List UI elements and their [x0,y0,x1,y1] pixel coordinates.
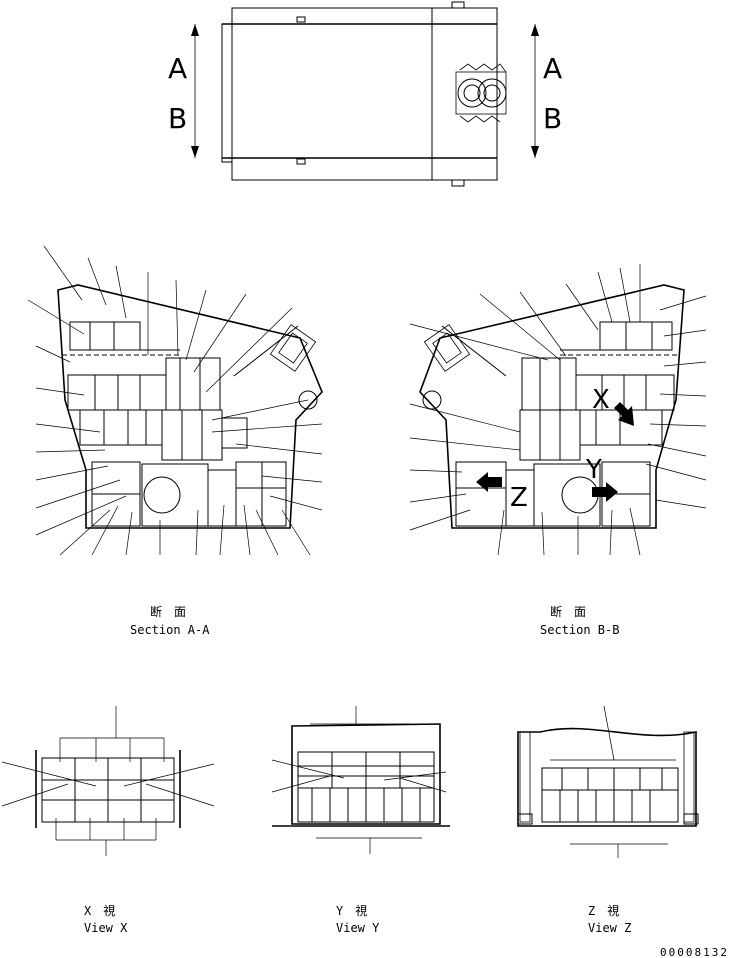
section-bb-pivot [422,390,442,410]
section-a-marker-left: A [168,52,187,85]
section-bb-mark-x: X [592,385,610,415]
section-aa-housing [57,284,323,529]
top-view-left-plate [221,23,233,163]
top-view-lug-lower [296,158,306,165]
section-b-marker-right: B [543,102,562,135]
section-bb-motor-icon [423,324,471,372]
section-aa-jp-label: 断 面 [150,604,186,619]
section-bb-jp-label: 断 面 [550,604,586,619]
section-bb-leaders [409,264,707,556]
view-z-arrow-icon [476,472,502,492]
section-a-marker-right: A [543,52,562,85]
top-view: A B A B [168,1,562,187]
view-y-jp-label: Y 視 [336,903,367,918]
top-view-tab-lower [451,179,465,187]
section-aa-motor-icon [269,324,317,372]
view-x-jp-label: X 視 [84,903,115,918]
section-aa-leaders-right [147,272,323,556]
rotor-assembly-icon [455,63,507,123]
section-aa-drawing: 断 面 Section A-A [27,245,323,637]
top-view-lug-upper [296,16,306,23]
section-aa-liner-plates [67,321,287,527]
section-aa-pivot [298,390,318,410]
section-aa-label: Section A-A [130,623,210,637]
arrow-down-icon [191,146,199,158]
section-bb-label: Section B-B [540,623,619,637]
arrow-down-icon [531,146,539,158]
view-z-drawing: Z 視 View Z [517,705,699,935]
section-bb-mark-z: Z [510,483,528,513]
view-x-drawing: X 視 View X [1,706,215,935]
section-aa-leaders-left [27,245,161,556]
view-x-label: View X [84,921,128,935]
drawing-number: 00008132 [660,946,729,958]
view-x-arrow-icon [614,402,634,426]
view-y-label: View Y [336,921,380,935]
arrow-up-icon [531,24,539,36]
section-bb-housing [419,284,685,529]
section-bb-drawing: X Y Z 断 面 Section B-B [409,264,707,637]
view-y-arrow-icon [592,482,618,502]
top-view-frame [231,7,498,181]
section-aa-rotor-hole [143,476,181,514]
view-z-jp-label: Z 視 [588,903,619,918]
section-bb-mark-y: Y [585,455,602,485]
top-view-tab-upper [451,1,465,9]
view-z-label: View Z [588,921,631,935]
view-y-drawing: Y 視 View Y [271,706,450,935]
section-b-marker-left: B [168,102,187,135]
arrow-up-icon [191,24,199,36]
